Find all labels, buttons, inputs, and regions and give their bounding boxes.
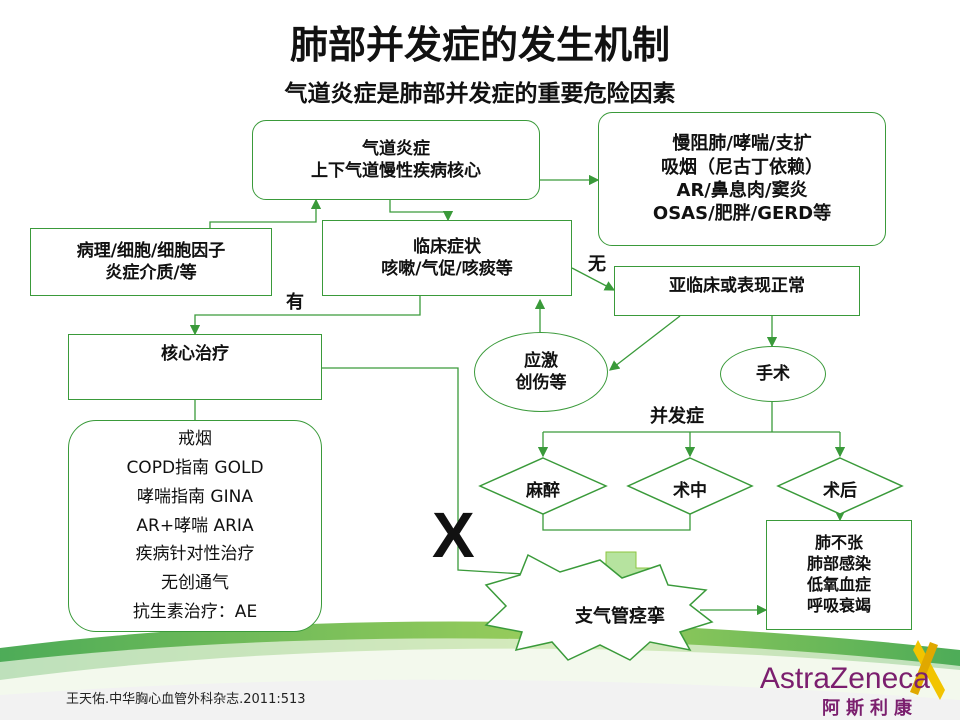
airway-inflammation-box: 气道炎症 上下气道慢性疾病核心 [252, 120, 540, 200]
chronic-conditions-box: 慢阻肺/哮喘/支扩 吸烟（尼古丁依赖） AR/鼻息肉/窦炎 OSAS/肥胖/GE… [598, 112, 886, 246]
clinical-line-1: 临床症状 [413, 236, 481, 257]
treatment-1: 戒烟 [178, 428, 212, 449]
starburst-shape [484, 553, 714, 661]
treatment-2: COPD指南 GOLD [126, 457, 264, 478]
no-label: 无 [588, 254, 606, 275]
treatment-3: 哮喘指南 GINA [137, 486, 253, 507]
treatment-5: 疾病针对性治疗 [135, 544, 255, 565]
surgery-text: 手术 [756, 363, 790, 384]
treatment-list-box: 戒烟 COPD指南 GOLD 哮喘指南 GINA AR+哮喘 ARIA 疾病针对… [68, 420, 322, 632]
stress-line-2: 创伤等 [515, 373, 567, 393]
chronic-line-3: AR/鼻息肉/窦炎 [676, 180, 808, 201]
outcome-2: 肺部感染 [806, 554, 871, 574]
diamond-anesthesia-shape [478, 457, 608, 515]
yes-label: 有 [286, 292, 304, 313]
cross-mark: X [432, 499, 475, 571]
airway-line-2: 上下气道慢性疾病核心 [311, 161, 481, 181]
anesthesia-label: 麻醉 [526, 481, 560, 501]
treatment-4: AR+哮喘 ARIA [136, 515, 254, 536]
pathology-line-1: 病理/细胞/细胞因子 [76, 240, 226, 261]
postoperative-label: 术后 [823, 481, 857, 501]
clinical-line-2: 咳嗽/气促/咳痰等 [381, 259, 513, 279]
treatment-7: 抗生素治疗：AE [132, 602, 258, 623]
complications-label: 并发症 [650, 406, 704, 427]
pathology-box: 病理/细胞/细胞因子 炎症介质/等 [30, 228, 272, 296]
page-title: 肺部并发症的发生机制 [289, 23, 670, 67]
outcome-3: 低氧血症 [806, 575, 871, 594]
outcomes-box: 肺不张 肺部感染 低氧血症 呼吸衰竭 [766, 520, 912, 630]
astrazeneca-logo-cn: 阿斯利康 [822, 698, 918, 719]
core-treatment-box: 核心治疗 [68, 334, 322, 400]
diamond-intraop-shape [626, 457, 754, 515]
stress-ellipse: 应激 创伤等 [474, 332, 608, 412]
diamond-postop-shape [776, 457, 904, 515]
clinical-symptoms-box: 临床症状 咳嗽/气促/咳痰等 [322, 220, 572, 296]
astrazeneca-logo-text: AstraZeneca [759, 662, 930, 695]
surgery-ellipse: 手术 [720, 346, 826, 402]
treatment-6: 无创通气 [161, 573, 229, 594]
intraoperative-label: 术中 [673, 481, 707, 501]
stress-line-1: 应激 [524, 350, 558, 371]
outcome-4: 呼吸衰竭 [806, 595, 871, 615]
chronic-line-2: 吸烟（尼古丁依赖） [661, 156, 823, 178]
chronic-line-1: 慢阻肺/哮喘/支扩 [672, 133, 812, 155]
subclinical-text: 亚临床或表现正常 [669, 276, 805, 296]
bronchospasm-label: 支气管痉挛 [575, 606, 665, 627]
page-subtitle: 气道炎症是肺部并发症的重要危险因素 [284, 81, 676, 107]
logo-mark [910, 640, 945, 700]
outcome-1: 肺不张 [814, 533, 863, 553]
citation: 王天佑.中华胸心血管外科杂志.2011:513 [66, 692, 306, 707]
subclinical-box: 亚临床或表现正常 [614, 266, 860, 316]
core-treatment-text: 核心治疗 [161, 344, 229, 364]
pathology-line-2: 炎症介质/等 [105, 263, 197, 283]
chronic-line-4: OSAS/肥胖/GERD等 [652, 203, 832, 225]
airway-line-1: 气道炎症 [362, 138, 430, 159]
